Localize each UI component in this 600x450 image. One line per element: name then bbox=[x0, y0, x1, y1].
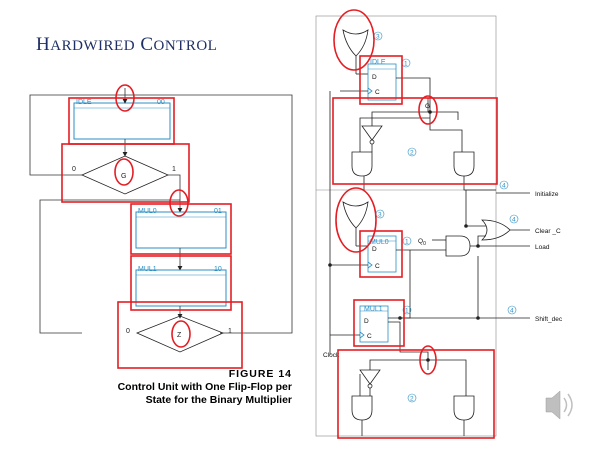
input-clock: Clock bbox=[323, 352, 340, 359]
ff-mul1-d: D bbox=[364, 318, 369, 325]
caption-line-2: State for the Binary Multiplier bbox=[145, 394, 292, 406]
title-rest-1: ARDWIRED bbox=[50, 38, 136, 54]
decision-z bbox=[135, 315, 225, 353]
circuit bbox=[315, 15, 530, 437]
and-gate-load bbox=[445, 235, 471, 257]
figure-caption: FIGURE 14 Control Unit with One Flip-Flo… bbox=[70, 368, 292, 407]
state-mul1-code: 10 bbox=[214, 266, 222, 273]
ff-mul0-c: C bbox=[375, 263, 380, 270]
state-diagram bbox=[29, 88, 293, 353]
and-gate-top-right bbox=[453, 151, 475, 177]
loop-line-bottom bbox=[125, 94, 293, 334]
title-rest-2: ONTROL bbox=[153, 38, 218, 54]
state-mul0-code: 01 bbox=[214, 208, 222, 215]
marker-2-top: 2 bbox=[410, 150, 414, 157]
ff-mul0-label: MUL0 bbox=[370, 239, 389, 246]
decision-z-cond: Z bbox=[177, 332, 182, 339]
slide-title: HARDWIRED CONTROL bbox=[36, 34, 217, 56]
output-clear-c: Clear _C bbox=[535, 228, 561, 235]
output-shift-dec: Shift_dec bbox=[535, 316, 563, 323]
state-mul0-box bbox=[135, 211, 227, 249]
ff-idle-c: C bbox=[375, 89, 380, 96]
output-initialize: Initialize bbox=[535, 191, 559, 198]
ff-idle bbox=[367, 63, 397, 101]
circuit-labels: IDLE D C MUL0 D C MUL1 D C G Q0 Clock In… bbox=[323, 59, 563, 359]
ff-mul0-d: D bbox=[372, 246, 377, 253]
ff-idle-label: IDLE bbox=[370, 59, 386, 66]
caption-line-1: Control Unit with One Flip-Flop per bbox=[117, 381, 292, 393]
decision-g-true: 1 bbox=[172, 166, 176, 173]
state-idle-code: 00 bbox=[157, 99, 165, 106]
inverter-top bbox=[361, 125, 383, 141]
loop-line-mid bbox=[39, 199, 180, 334]
marker-1-mul0: 1 bbox=[405, 239, 409, 246]
and-gate-bottom-right bbox=[453, 395, 475, 421]
state-idle-box bbox=[73, 102, 171, 140]
ff-mul1-label: MUL1 bbox=[364, 306, 383, 313]
circuit-marker-labels: 3 1 2 4 3 1 4 1 4 2 bbox=[376, 34, 516, 403]
marker-3-top: 3 bbox=[376, 34, 380, 41]
title-cap-1: H bbox=[36, 34, 51, 55]
marker-4-clear: 4 bbox=[512, 217, 516, 224]
inverter-bottom bbox=[359, 369, 381, 385]
decision-g-false: 0 bbox=[72, 166, 76, 173]
marker-3-mid: 3 bbox=[378, 212, 382, 219]
or-gate-clear bbox=[481, 219, 511, 241]
marker-2-bottom: 2 bbox=[410, 396, 414, 403]
state-mul0-name: MUL0 bbox=[138, 208, 157, 215]
right-highlights bbox=[332, 9, 498, 439]
marker-1-idle: 1 bbox=[404, 61, 408, 68]
and-gate-top-left bbox=[351, 151, 373, 177]
state-mul1-name: MUL1 bbox=[138, 266, 157, 273]
ff-mul1 bbox=[359, 305, 389, 343]
left-highlights bbox=[61, 84, 243, 369]
ff-mul1-c: C bbox=[367, 333, 372, 340]
marker-1-mul1: 1 bbox=[405, 308, 409, 315]
input-q0-letter: Q bbox=[418, 238, 423, 245]
state-mul1-box bbox=[135, 269, 227, 307]
marker-4-init: 4 bbox=[502, 183, 506, 190]
loop-line-top bbox=[29, 88, 126, 176]
input-q0: Q0 bbox=[418, 238, 426, 247]
ff-idle-d: D bbox=[372, 74, 377, 81]
decision-g-cond: G bbox=[121, 173, 126, 180]
state-diagram-labels: IDLE 00 MUL0 01 MUL1 10 G 0 1 Z 0 1 bbox=[72, 99, 232, 339]
or-gate-mid bbox=[342, 201, 369, 229]
speaker-icon[interactable] bbox=[545, 390, 573, 420]
input-g: G bbox=[425, 103, 430, 110]
or-gate-top bbox=[342, 29, 369, 57]
and-gate-bottom-left bbox=[351, 395, 373, 421]
circuit-junctions bbox=[328, 110, 480, 362]
input-q0-sub: 0 bbox=[423, 241, 426, 247]
marker-4-shift: 4 bbox=[510, 308, 514, 315]
decision-z-true: 1 bbox=[228, 328, 232, 335]
decision-z-false: 0 bbox=[126, 328, 130, 335]
caption-figure-number: FIGURE 14 bbox=[228, 368, 292, 380]
ff-mul0 bbox=[367, 235, 397, 273]
state-idle-name: IDLE bbox=[76, 99, 92, 106]
output-load: Load bbox=[535, 244, 550, 251]
title-cap-2: C bbox=[140, 34, 154, 55]
